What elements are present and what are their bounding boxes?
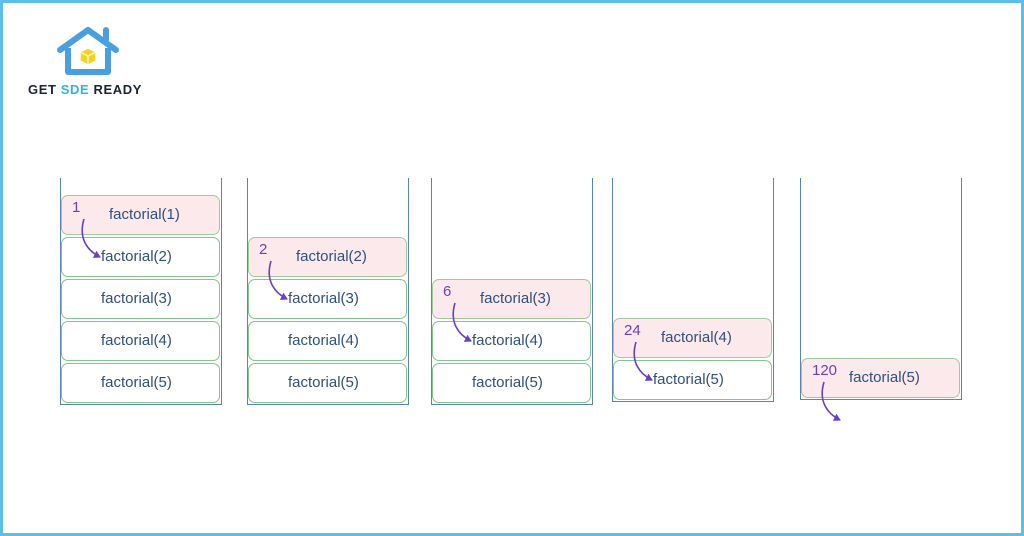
stack-frame: [432, 363, 591, 403]
stack-frame: [61, 321, 220, 361]
frame-label: factorial(5): [101, 374, 172, 391]
call-stack-5: [800, 178, 962, 400]
frame-label: factorial(4): [288, 332, 359, 349]
stack-frame-top: [801, 358, 960, 398]
frame-label: factorial(2): [101, 248, 172, 265]
frame-label: factorial(4): [101, 332, 172, 349]
stack-frame: [248, 279, 407, 319]
stack-frame: [613, 360, 772, 400]
brand-part2: READY: [89, 82, 142, 97]
frame-label: factorial(3): [101, 290, 172, 307]
call-stack-4: [612, 178, 774, 402]
return-arrow: [633, 341, 653, 381]
frame-label: factorial(5): [472, 374, 543, 391]
return-arrow: [452, 302, 472, 342]
stack-frame: [61, 279, 220, 319]
logo: GET SDE READY: [28, 24, 158, 104]
stack-frame-top: [432, 279, 591, 319]
return-value-label: 6: [443, 283, 452, 300]
stack-frame: [61, 237, 220, 277]
stack-frame: [432, 321, 591, 361]
frame-label: factorial(5): [849, 369, 920, 386]
stack-frame-top: [61, 195, 220, 235]
return-value-label: 24: [624, 322, 641, 339]
brand-name: GET SDE READY: [28, 82, 142, 97]
return-value-label: 1: [72, 199, 81, 216]
frame-label: factorial(1): [109, 206, 180, 223]
stack-frame: [248, 321, 407, 361]
return-value-label: 120: [812, 362, 838, 379]
frame-label: factorial(3): [288, 290, 359, 307]
frame-label: factorial(5): [653, 371, 724, 388]
call-stack-1: [60, 178, 222, 405]
frame-label: factorial(5): [288, 374, 359, 391]
stack-frame: [248, 363, 407, 403]
brand-accent: SDE: [60, 82, 90, 97]
call-stack-2: [247, 178, 409, 405]
return-value-label: 2: [259, 241, 268, 258]
return-arrow: [821, 381, 841, 421]
house-cube-icon: [57, 27, 119, 75]
frame-label: factorial(3): [480, 290, 551, 307]
brand-part1: GET: [28, 82, 61, 97]
frame-label: factorial(4): [472, 332, 543, 349]
frame-label: factorial(4): [661, 329, 732, 346]
frame-label: factorial(2): [296, 248, 367, 265]
stack-frame-top: [248, 237, 407, 277]
call-stack-3: [431, 178, 593, 405]
return-arrow: [81, 218, 101, 258]
stack-frame: [61, 363, 220, 403]
stack-frame-top: [613, 318, 772, 358]
return-arrow: [268, 260, 288, 300]
